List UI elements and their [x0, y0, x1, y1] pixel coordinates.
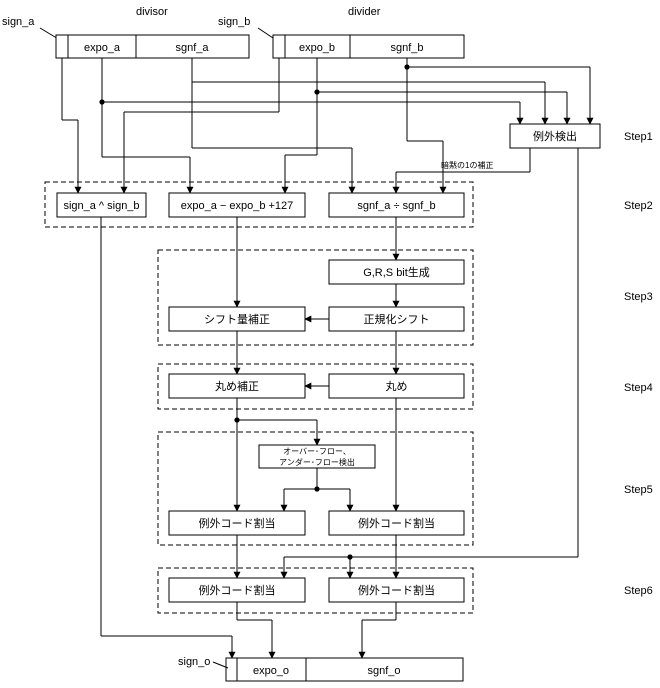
sgnf-div-block: sgnf_a ÷ sgnf_b	[357, 200, 435, 212]
expo-b-field: expo_b	[299, 42, 335, 54]
divider-label: divider	[348, 6, 381, 18]
sign-o-label: sign_o	[178, 656, 210, 668]
step3-label: Step3	[624, 291, 653, 303]
round-adjust-block: 丸め補正	[215, 380, 259, 393]
sgnf-b-field: sgnf_b	[390, 42, 423, 54]
grs-gen-block: G,R,S bit生成	[363, 265, 430, 279]
step5-label: Step5	[624, 484, 653, 496]
shift-adjust-block: シフト量補正	[204, 313, 270, 326]
exception-detect-block: 例外検出	[533, 129, 577, 143]
exc-code-6a-block: 例外コード割当	[199, 583, 276, 597]
normalize-shift-block: 正規化シフト	[364, 312, 430, 326]
sgnf-o-field: sgnf_o	[367, 665, 400, 677]
register-a: expo_a sgnf_a	[55, 34, 250, 59]
expo-a-field: expo_a	[84, 42, 121, 54]
divisor-label: divisor	[136, 6, 168, 18]
round-block: 丸め	[386, 380, 408, 393]
overflow-detect-line2: アンダー･フロー検出	[279, 457, 355, 467]
step1-label: Step1	[624, 131, 653, 143]
step2-label: Step2	[624, 200, 653, 212]
exc-code-6b-block: 例外コード割当	[358, 583, 435, 597]
register-o: expo_o sgnf_o	[225, 657, 464, 682]
exc-code-5a-block: 例外コード割当	[199, 516, 276, 530]
step6-label: Step6	[624, 585, 653, 597]
implicit-one-note: 暗黙の1の補正	[441, 160, 493, 170]
overflow-detect-line1: オーバー･フロー、	[283, 447, 351, 456]
expo-o-field: expo_o	[253, 665, 289, 677]
step4-label: Step4	[624, 382, 653, 394]
sgnf-a-field: sgnf_a	[175, 42, 209, 54]
expo-sub-block: expo_a − expo_b +127	[181, 200, 294, 212]
sign-xor-block: sign_a ^ sign_b	[63, 200, 139, 212]
register-b: expo_b sgnf_b	[272, 34, 465, 59]
exc-code-5b-block: 例外コード割当	[358, 516, 435, 530]
sign-a-label: sign_a	[2, 16, 35, 28]
sign-b-label: sign_b	[218, 16, 250, 28]
